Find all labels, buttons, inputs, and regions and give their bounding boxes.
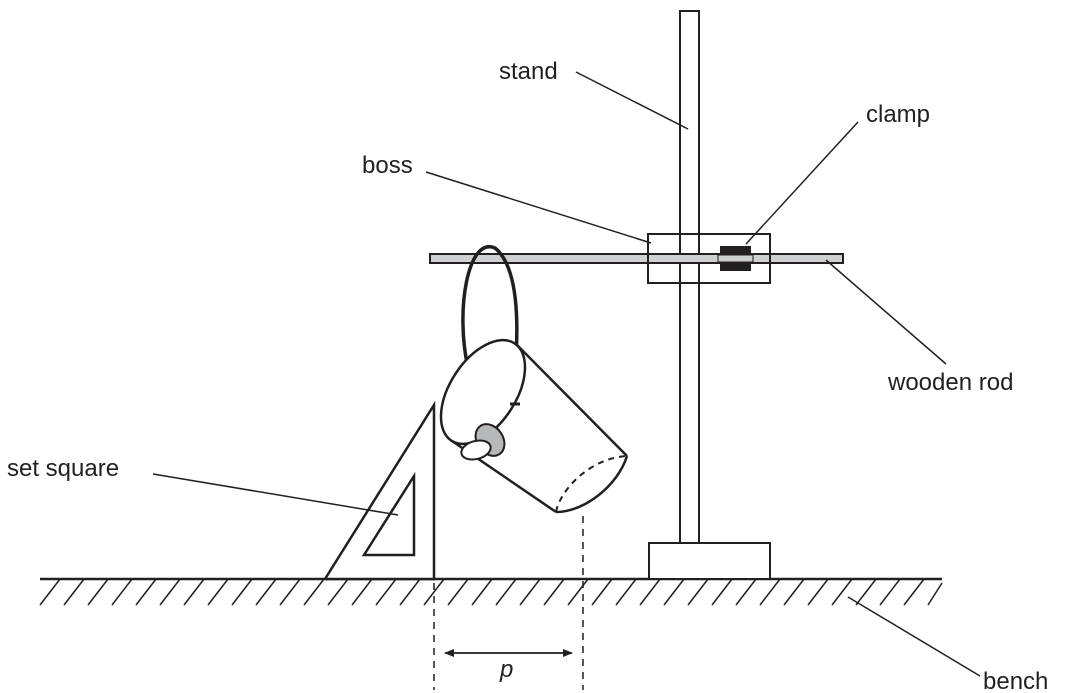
set-square (322, 400, 436, 581)
bucket-rim (439, 338, 527, 446)
boss (647, 233, 771, 284)
set-square-label: set square (7, 455, 119, 482)
clamp-label: clamp (866, 101, 930, 128)
bench (39, 577, 943, 606)
stand (648, 10, 771, 580)
distance-marker (433, 516, 584, 690)
bucket-lug (460, 423, 506, 461)
bench-leader (847, 596, 981, 677)
wooden-rod-label: wooden rod (887, 369, 1013, 396)
set-square-leader (152, 473, 399, 516)
stand-leader (575, 71, 689, 130)
stand-base (648, 542, 771, 580)
distance-label: p (499, 656, 513, 683)
stand-pole (679, 10, 700, 544)
bucket-base-front (555, 455, 629, 514)
bench-label: bench (983, 668, 1048, 693)
bench-hatching (39, 578, 943, 606)
bucket (439, 338, 629, 514)
boss-label: boss (362, 152, 413, 179)
bucket-base-hidden (555, 455, 628, 513)
wooden-rod-leader (825, 259, 947, 365)
wooden-rod (429, 253, 844, 264)
clamp-leader (745, 121, 859, 245)
boss-leader (425, 171, 652, 244)
stand-label: stand (499, 58, 558, 85)
bucket-side-top (514, 342, 628, 457)
